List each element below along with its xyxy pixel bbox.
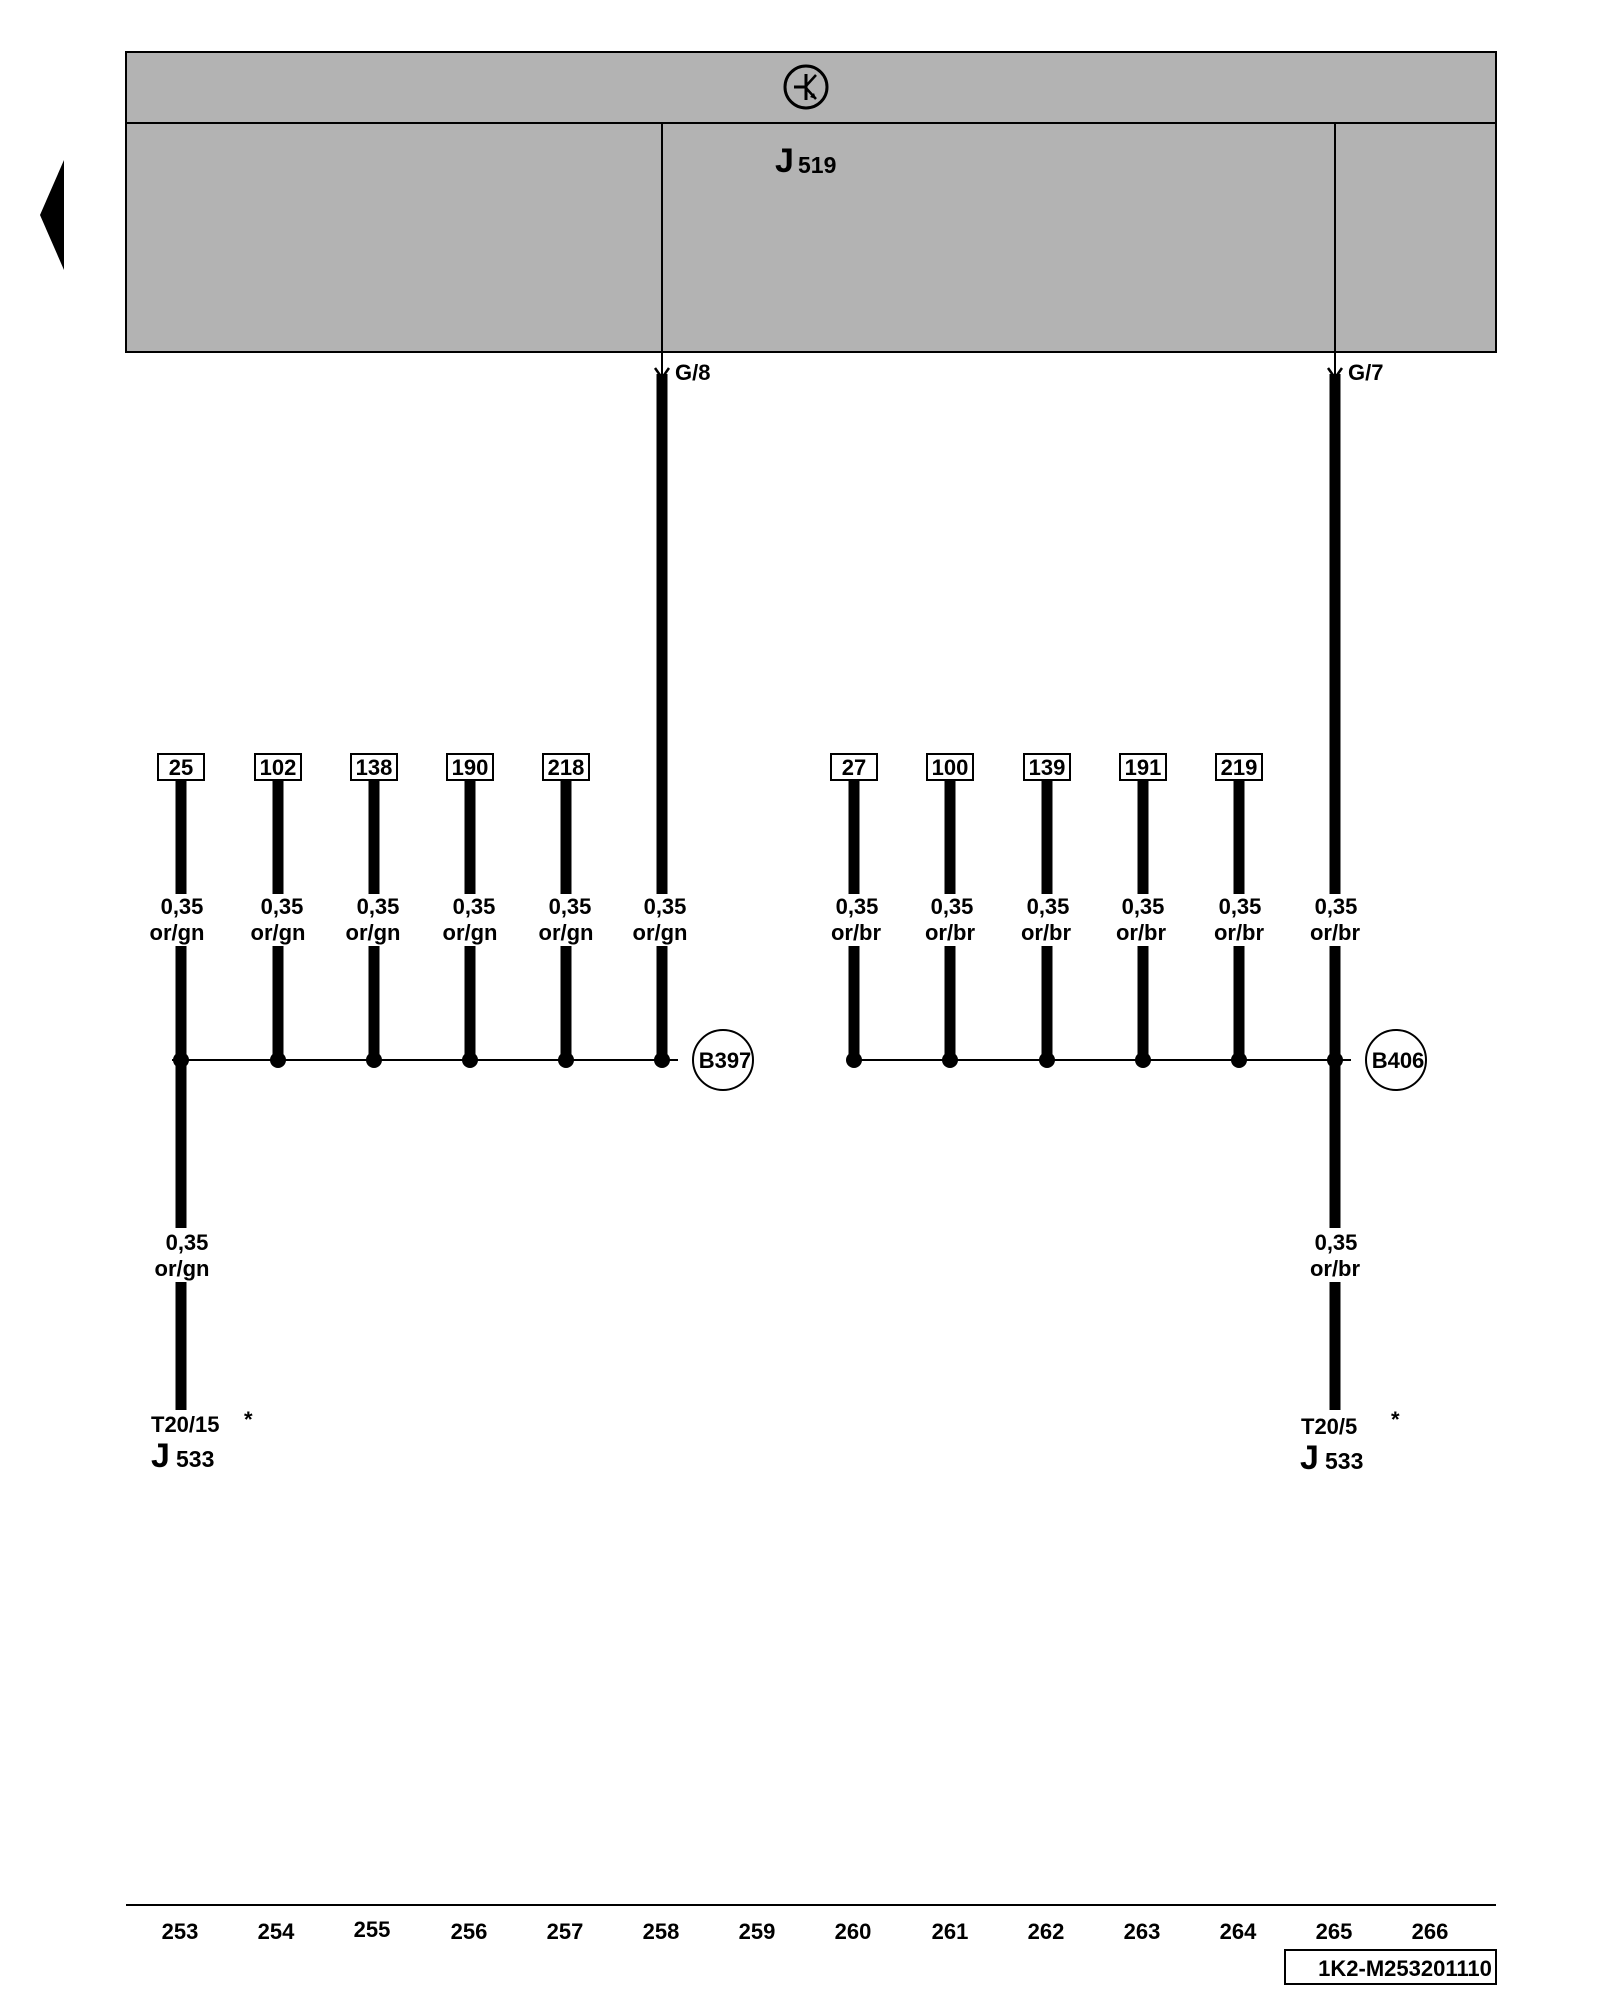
wire-color: or/br	[1021, 920, 1072, 945]
control-unit-letter: J	[775, 142, 794, 180]
column-number: 258	[643, 1919, 680, 1944]
wire-size: 0,35	[453, 894, 496, 919]
control-unit-header	[125, 51, 1497, 124]
terminal-pin: T20/5	[1301, 1414, 1357, 1439]
terminal-mark: *	[1391, 1407, 1400, 1432]
terminal-right[interactable]: T20/5 * J 533	[1300, 1407, 1400, 1477]
ref-label: 219	[1221, 755, 1258, 780]
ref-box-102[interactable]: 102	[254, 753, 302, 781]
ecu-symbol-icon	[783, 64, 829, 110]
wire-color: or/br	[1310, 1256, 1361, 1281]
pin-label-g8: G/8	[675, 360, 710, 385]
column-number: 261	[932, 1919, 969, 1944]
wire-color: or/gn	[633, 920, 688, 945]
ref-box-27[interactable]: 27	[830, 753, 878, 781]
column-number: 253	[162, 1919, 199, 1944]
wire-color: or/gn	[346, 920, 401, 945]
ref-label: 218	[548, 755, 585, 780]
wire-color: or/br	[1310, 920, 1361, 945]
ref-box-191[interactable]: 191	[1119, 753, 1167, 781]
splice-label: B397	[699, 1048, 752, 1073]
wire-size: 0,35	[357, 894, 400, 919]
ref-box-25[interactable]: 25	[157, 753, 205, 781]
column-number: 257	[547, 1919, 584, 1944]
wire-size: 0,35	[1219, 894, 1262, 919]
ref-label: 139	[1029, 755, 1066, 780]
column-number: 260	[835, 1919, 872, 1944]
wire-labels-upper: 0,35 or/gn 0,35 or/gn 0,35 or/gn 0,35 or…	[150, 894, 1361, 945]
wire-size: 0,35	[931, 894, 974, 919]
terminal-letter: J	[1300, 1439, 1319, 1477]
wire-color: or/gn	[443, 920, 498, 945]
column-number: 254	[258, 1919, 295, 1944]
ref-label: 102	[260, 755, 297, 780]
ref-box-100[interactable]: 100	[926, 753, 974, 781]
ref-label: 191	[1125, 755, 1162, 780]
wire-size: 0,35	[836, 894, 879, 919]
ref-box-190[interactable]: 190	[446, 753, 494, 781]
wire-color: or/br	[1116, 920, 1167, 945]
column-number: 255	[354, 1917, 391, 1942]
wire-color: or/br	[925, 920, 976, 945]
wire-color: or/br	[1214, 920, 1265, 945]
ref-label: 100	[932, 755, 969, 780]
wire-size: 0,35	[261, 894, 304, 919]
wire-color: or/gn	[251, 920, 306, 945]
wire-size: 0,35	[166, 1230, 209, 1255]
ref-label: 138	[356, 755, 393, 780]
terminal-left[interactable]: T20/15 * J 533	[151, 1407, 253, 1475]
wire-color: or/gn	[539, 920, 594, 945]
column-number: 263	[1124, 1919, 1161, 1944]
wires	[175, 374, 1341, 1410]
column-number: 262	[1028, 1919, 1065, 1944]
ref-label: 190	[452, 755, 489, 780]
wire-color: or/gn	[150, 920, 205, 945]
wire-size: 0,35	[1315, 894, 1358, 919]
wire-size: 0,35	[161, 894, 204, 919]
wire-size: 0,35	[1315, 1230, 1358, 1255]
column-numbers: 253 254 255 256 257 258 259 260 261 262 …	[162, 1917, 1449, 1944]
terminal-number: 533	[176, 1446, 214, 1472]
terminal-number: 533	[1325, 1448, 1363, 1474]
column-number: 256	[451, 1919, 488, 1944]
ref-box-138[interactable]: 138	[350, 753, 398, 781]
column-number: 265	[1316, 1919, 1353, 1944]
pin-label-g7: G/7	[1348, 360, 1383, 385]
terminal-mark: *	[244, 1407, 253, 1432]
wire-size: 0,35	[549, 894, 592, 919]
ref-box-218[interactable]: 218	[542, 753, 590, 781]
drawing-code-box: 1K2-M253201110	[1284, 1949, 1497, 1985]
wire-labels-lower: 0,35 or/gn 0,35 or/br	[155, 1230, 1361, 1281]
splice-label: B406	[1372, 1048, 1425, 1073]
wire-size: 0,35	[1122, 894, 1165, 919]
drawing-code: 1K2-M253201110	[1318, 1956, 1492, 1981]
wire-color: or/br	[831, 920, 882, 945]
splice-b406[interactable]: B406	[1335, 1029, 1427, 1091]
control-unit-number: 519	[798, 152, 836, 178]
terminal-letter: J	[151, 1437, 170, 1475]
column-number: 266	[1412, 1919, 1449, 1944]
wire-size: 0,35	[1027, 894, 1070, 919]
ref-box-139[interactable]: 139	[1023, 753, 1071, 781]
connector-pin-g7: G/7	[1326, 352, 1383, 385]
connector-pin-g8: G/8	[653, 352, 710, 385]
junction-dots	[173, 1052, 1343, 1068]
column-number: 259	[739, 1919, 776, 1944]
splice-b397[interactable]: B397	[662, 1029, 754, 1091]
wire-color: or/gn	[155, 1256, 210, 1281]
ref-label: 25	[169, 755, 193, 780]
wire-size: 0,35	[644, 894, 687, 919]
control-unit-body	[125, 122, 1497, 353]
terminal-pin: T20/15	[151, 1412, 220, 1437]
back-arrow-icon[interactable]	[40, 160, 64, 270]
column-number: 264	[1220, 1919, 1257, 1944]
ref-label: 27	[842, 755, 866, 780]
ref-box-219[interactable]: 219	[1215, 753, 1263, 781]
control-unit-j519: J 519	[125, 51, 1497, 353]
